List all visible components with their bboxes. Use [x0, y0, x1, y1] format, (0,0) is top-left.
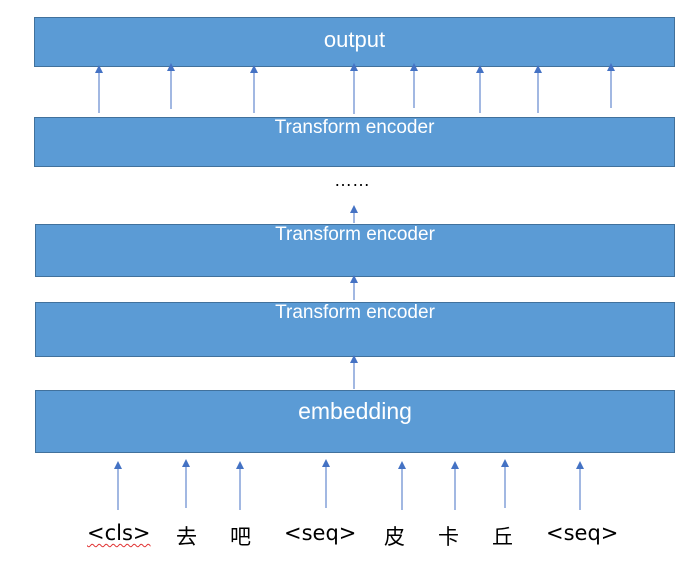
token-qu: 去	[176, 525, 197, 549]
embedding-label: embedding	[298, 398, 412, 424]
token-qiu: 丘	[492, 525, 513, 549]
token-ka: 卡	[438, 525, 459, 549]
token-seq-2: <seq>	[546, 521, 619, 545]
transformer-encoder-middle-box: Transform encoder	[35, 224, 675, 277]
token-seq-1: <seq>	[284, 521, 357, 545]
output-label: output	[323, 27, 386, 52]
token-ba: 吧	[230, 525, 251, 549]
ellipsis-text: ……	[334, 170, 370, 190]
encoder-label-bottom: Transform encoder	[275, 302, 435, 323]
transformer-encoder-top-box: Transform encoder	[34, 117, 675, 167]
encoder-label-middle: Transform encoder	[275, 224, 435, 245]
embedding-layer-box: embedding	[35, 390, 675, 453]
transformer-encoder-bottom-box: Transform encoder	[35, 302, 675, 357]
token-pi: 皮	[384, 525, 405, 549]
encoder-label-top: Transform encoder	[274, 117, 435, 138]
token-cls: <cls>	[87, 521, 151, 545]
output-layer-box: output	[34, 17, 675, 67]
